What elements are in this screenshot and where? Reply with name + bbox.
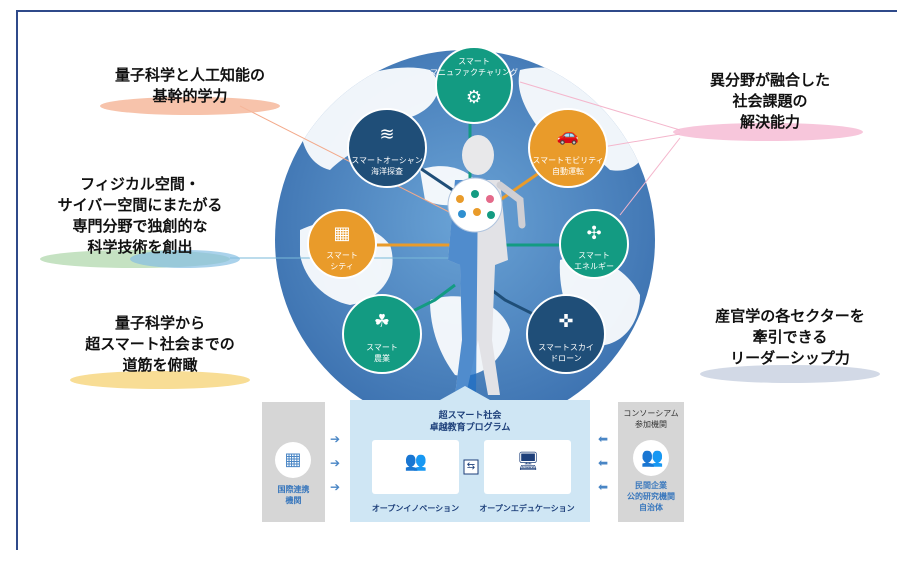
caption-line: 産官学の各セクターを <box>715 307 865 325</box>
circle-energy <box>559 209 629 279</box>
pill-bottom-left <box>70 371 250 389</box>
label-manufacturing: スマート マニュファクチャリング <box>424 56 524 78</box>
right-box <box>618 402 684 522</box>
wave-gear-icon: ≋ <box>379 124 395 145</box>
label-agriculture: スマート 農業 <box>352 342 412 364</box>
caption-line: 基幹的学力 <box>152 87 228 105</box>
arrow-right-icon: ➔ <box>330 432 341 446</box>
left-box-building-icon: ▦ <box>284 449 302 470</box>
label-ocean: スマートオーシャン 海洋探査 <box>347 155 427 177</box>
circle-city <box>307 209 377 279</box>
label-line: スマート <box>326 251 358 260</box>
pill-top-right <box>673 123 863 141</box>
label-line: マニュファクチャリング <box>430 68 518 77</box>
drone-icon: ✜ <box>558 311 574 332</box>
arrow-left-icon: ⬅ <box>598 480 609 494</box>
right-box-header-line: コンソーシアム <box>623 409 679 418</box>
car-icon: 🚗 <box>556 125 580 146</box>
program-panel <box>350 386 590 522</box>
caption-line: 道筋を俯瞰 <box>122 356 198 374</box>
arrow-left-icon: ⬅ <box>598 456 609 470</box>
robot-arm-icon: ⚙ <box>465 87 483 108</box>
caption-line: 量子科学と人工知能の <box>114 66 265 84</box>
label-line: 海洋探査 <box>371 167 403 176</box>
frame-top-rule <box>16 10 897 12</box>
arrow-right-icon: ➔ <box>330 456 341 470</box>
caption-line: 超スマート社会までの <box>85 335 235 353</box>
label-line: スマート <box>458 57 490 66</box>
pill-top-left <box>100 97 280 115</box>
caption-line: 解決能力 <box>739 113 800 131</box>
circle-manufacturing <box>435 46 513 124</box>
program-title-line: 卓越教育プログラム <box>429 423 511 433</box>
pill-bottom-right <box>700 365 880 383</box>
frame-left-rule <box>16 10 18 550</box>
label-line: ドローン <box>550 354 582 363</box>
right-box-header: コンソーシアム 参加機関 <box>618 408 684 430</box>
right-box-member: 公的研究機関 <box>627 492 675 501</box>
program-title-line: 超スマート社会 <box>438 411 502 421</box>
label-city: スマート シティ <box>312 250 372 272</box>
caption-line: リーダーシップ力 <box>730 349 850 367</box>
caption-bottom-left: 量子科学から 超スマート社会までの 道筋を俯瞰 <box>50 313 270 376</box>
label-line: 自動運転 <box>552 167 584 176</box>
caption-line: 社会課題の <box>732 92 808 110</box>
right-box-member: 自治体 <box>639 503 663 512</box>
label-line: スマート <box>578 251 610 260</box>
caption-line: 量子科学から <box>114 314 205 332</box>
label-line: エネルギー <box>574 262 614 271</box>
label-line: 農業 <box>374 354 390 363</box>
caption-top-left: 量子科学と人工知能の 基幹的学力 <box>60 65 320 107</box>
label-line: シティ <box>330 262 354 271</box>
circle-ocean <box>347 108 427 188</box>
arrow-right-icon: ➔ <box>330 480 341 494</box>
field-icon: ☘ <box>373 311 391 332</box>
arrow-left-icon: ⬅ <box>598 432 609 446</box>
swap-icon: ⇆ <box>466 461 476 472</box>
caption-line: 専門分野で独創的な <box>72 217 208 235</box>
right-box-member: 民間企業 <box>635 481 667 490</box>
label-mobility: スマートモビリティ 自動運転 <box>528 155 608 177</box>
left-box-line: 機関 <box>285 496 302 505</box>
caption-bottom-right: 産官学の各セクターを 牽引できる リーダーシップ力 <box>690 306 890 369</box>
label-line: スマートスカイ <box>538 343 594 352</box>
left-box <box>262 402 325 522</box>
label-line: スマートオーシャン <box>351 156 423 165</box>
open-innovation-label: オープンイノベーション <box>371 504 460 513</box>
caption-top-right: 異分野が融合した 社会課題の 解決能力 <box>680 70 860 133</box>
caption-line: サイバー空間にまたがる <box>57 196 223 214</box>
wind-turbine-icon: ✣ <box>586 223 602 244</box>
humanoid-figure <box>448 135 526 395</box>
program-title: 超スマート社会 卓越教育プログラム <box>400 410 540 434</box>
caption-line: 科学技術を創出 <box>87 238 193 256</box>
caption-line: 異分野が融合した <box>709 71 830 89</box>
label-energy: スマート エネルギー <box>564 250 624 272</box>
presentation-icon: 👥 <box>404 451 428 472</box>
label-drone: スマートスカイ ドローン <box>526 342 606 364</box>
caption-line: フィジカル空間・ <box>80 175 200 193</box>
circle-agriculture <box>342 294 422 374</box>
left-box-line: 国際連携 <box>277 485 310 494</box>
circle-drone <box>526 294 606 374</box>
building-icon: ▦ <box>333 223 351 244</box>
caption-line: 牽引できる <box>752 328 828 346</box>
right-box-members: 民間企業 公的研究機関 自治体 <box>618 480 684 513</box>
center-hub <box>447 177 503 233</box>
people-icon: 👥 <box>641 447 664 468</box>
open-education-label: オープンエデュケーション <box>479 504 575 513</box>
classroom-icon: 🖥 <box>516 451 540 472</box>
label-line: スマートモビリティ <box>532 156 604 165</box>
right-box-header-line: 参加機関 <box>635 420 667 429</box>
left-box-label: 国際連携 機関 <box>262 484 325 506</box>
circle-mobility <box>528 108 608 188</box>
pill-mid-left-blue <box>130 250 240 268</box>
caption-mid-left: フィジカル空間・ サイバー空間にまたがる 専門分野で独創的な 科学技術を創出 <box>30 174 250 258</box>
label-line: スマート <box>366 343 398 352</box>
